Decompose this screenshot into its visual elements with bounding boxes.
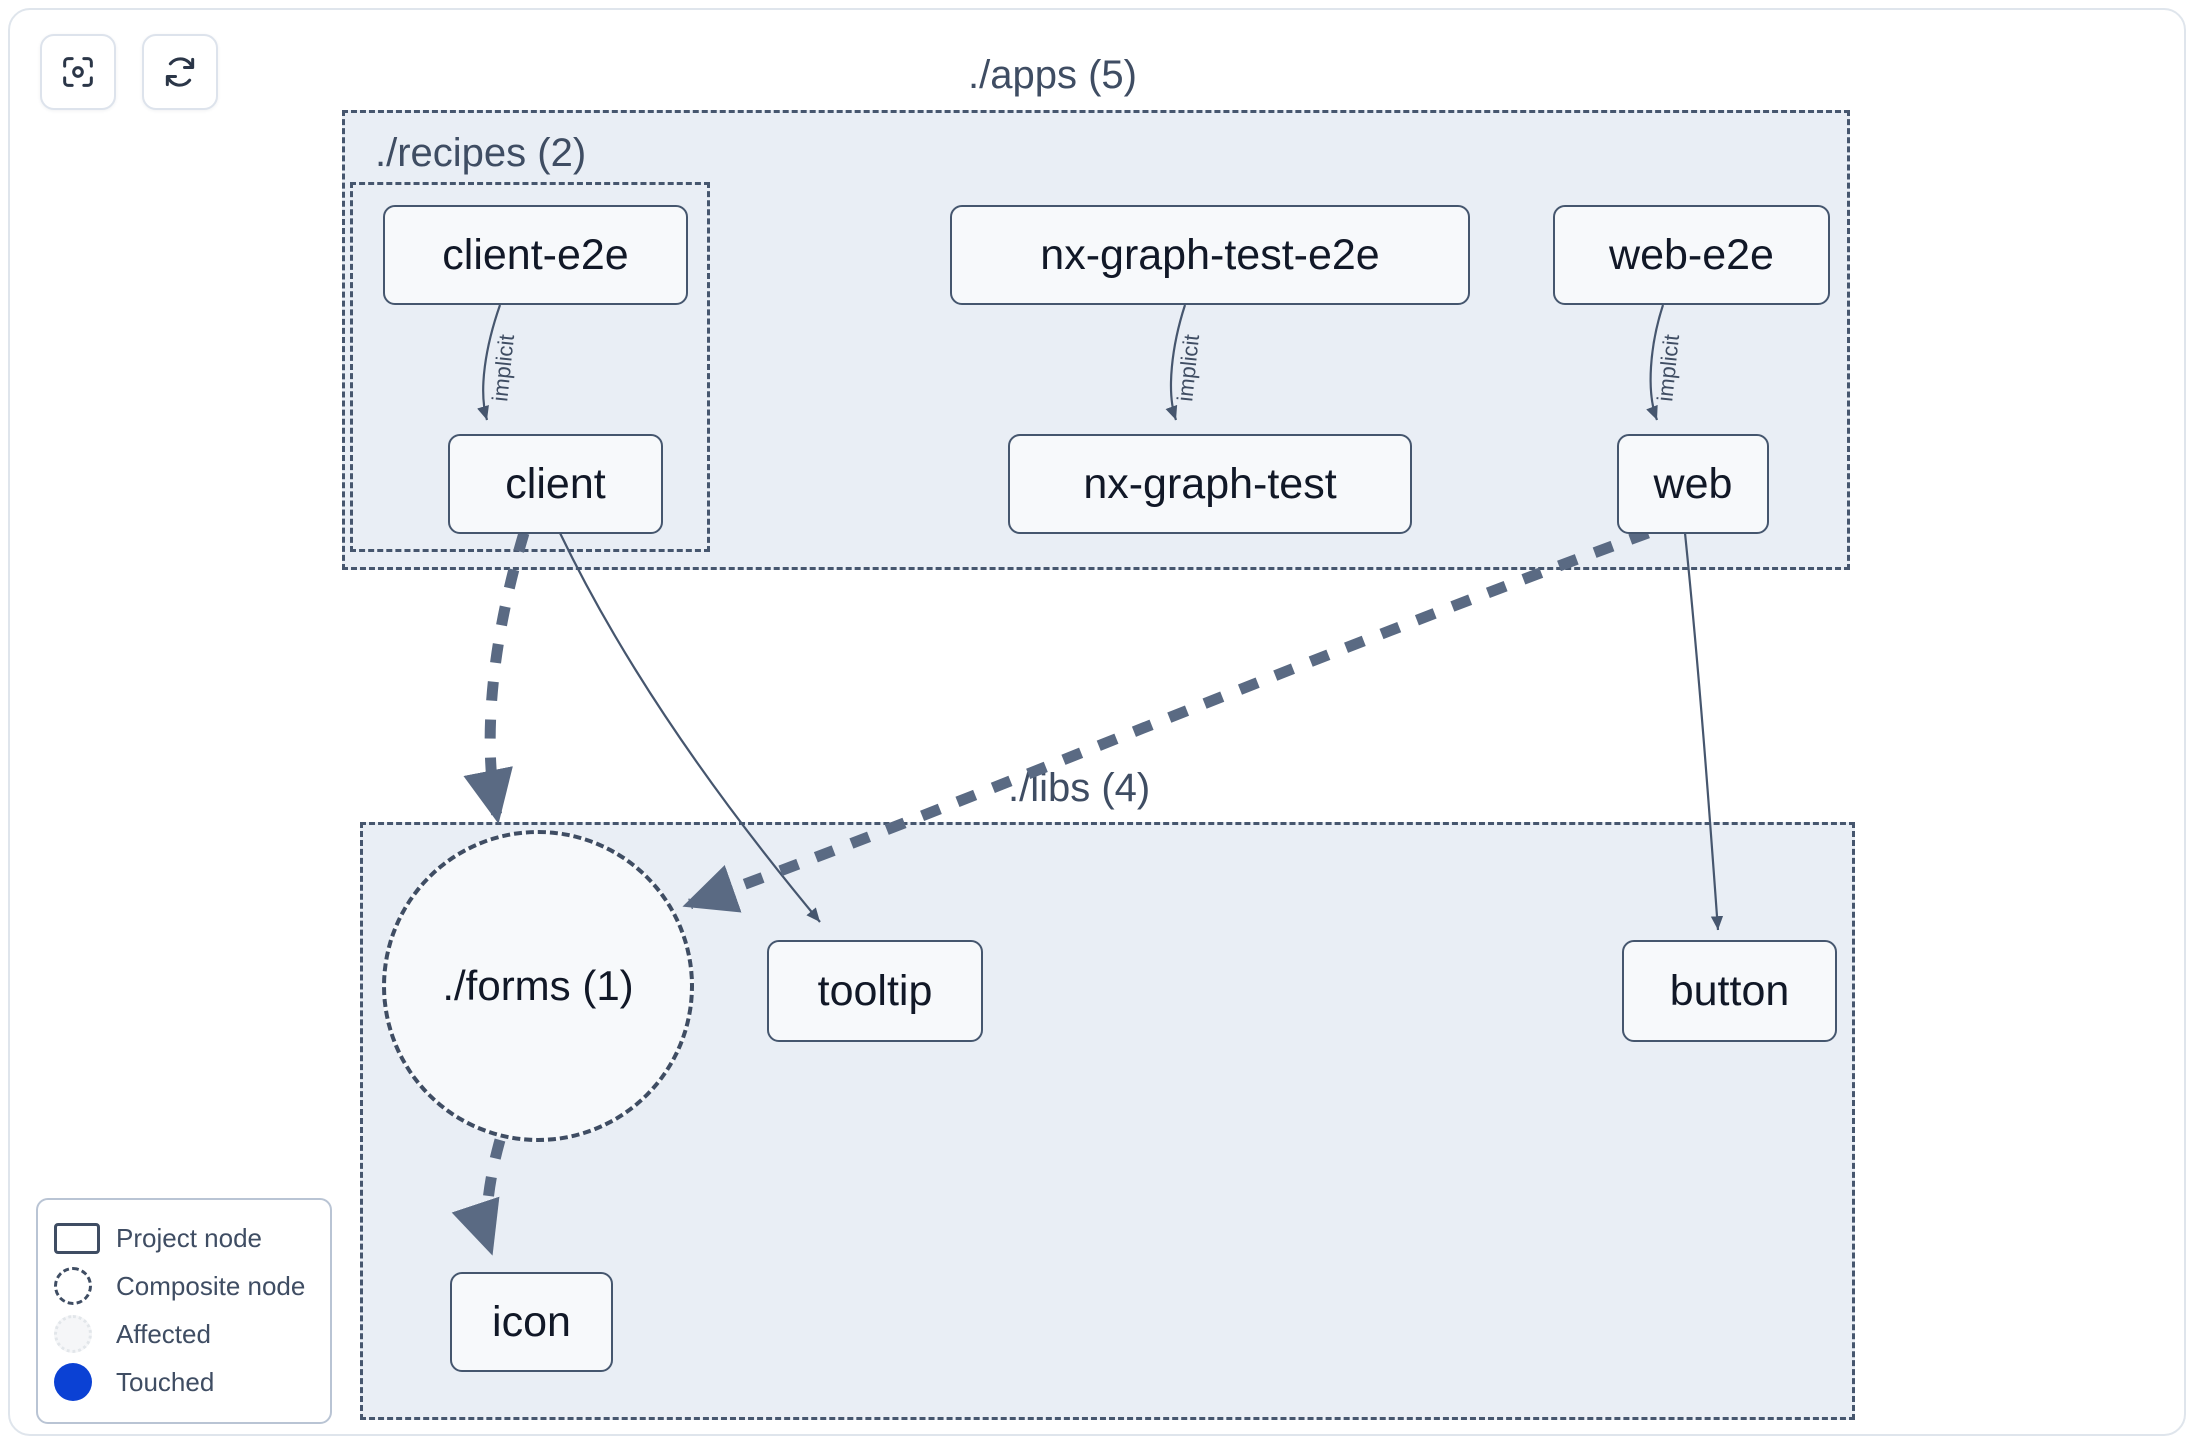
node-label: nx-graph-test — [1083, 459, 1337, 508]
group-label-apps: ./apps (5) — [968, 53, 1137, 97]
project-node-glyph — [54, 1222, 116, 1254]
legend-item-composite-node: Composite node — [54, 1262, 314, 1310]
node-nx-graph-test[interactable]: nx-graph-test — [1008, 434, 1412, 534]
graph-toolbar — [40, 34, 218, 110]
legend-item-project-node: Project node — [54, 1214, 314, 1262]
legend-label: Project node — [116, 1222, 262, 1253]
legend-item-touched: Touched — [54, 1358, 314, 1406]
node-label: ./forms (1) — [442, 962, 634, 1009]
node-forms-composite[interactable]: ./forms (1) — [382, 830, 694, 1142]
node-label: tooltip — [817, 966, 933, 1015]
node-label: client-e2e — [442, 230, 629, 279]
group-label-recipes: ./recipes (2) — [375, 131, 587, 175]
refresh-icon — [160, 52, 200, 92]
edge-client-to-forms — [463, 531, 530, 824]
node-icon[interactable]: icon — [450, 1272, 613, 1372]
node-web-e2e[interactable]: web-e2e — [1553, 205, 1830, 305]
refresh-graph-button[interactable] — [142, 34, 218, 110]
legend-item-affected: Affected — [54, 1310, 314, 1358]
node-label: button — [1669, 966, 1790, 1015]
graph-legend: Project node Composite node Affected Tou… — [36, 1198, 332, 1424]
focus-target-icon — [58, 52, 98, 92]
node-label: icon — [492, 1297, 571, 1346]
node-label: web-e2e — [1609, 230, 1774, 279]
focus-graph-button[interactable] — [40, 34, 116, 110]
node-nx-graph-test-e2e[interactable]: nx-graph-test-e2e — [950, 205, 1470, 305]
composite-node-glyph — [54, 1267, 116, 1305]
node-web[interactable]: web — [1617, 434, 1769, 534]
node-label: nx-graph-test-e2e — [1040, 230, 1380, 279]
legend-label: Affected — [116, 1318, 211, 1349]
legend-label: Composite node — [116, 1270, 306, 1301]
affected-glyph — [54, 1315, 116, 1353]
node-client-e2e[interactable]: client-e2e — [383, 205, 688, 305]
node-label: client — [505, 459, 606, 508]
touched-glyph — [54, 1363, 116, 1401]
group-label-libs: ./libs (4) — [1008, 766, 1151, 810]
legend-label: Touched — [116, 1366, 215, 1397]
node-tooltip[interactable]: tooltip — [767, 940, 983, 1042]
node-label: web — [1653, 459, 1733, 508]
node-button[interactable]: button — [1622, 940, 1837, 1042]
node-client[interactable]: client — [448, 434, 663, 534]
